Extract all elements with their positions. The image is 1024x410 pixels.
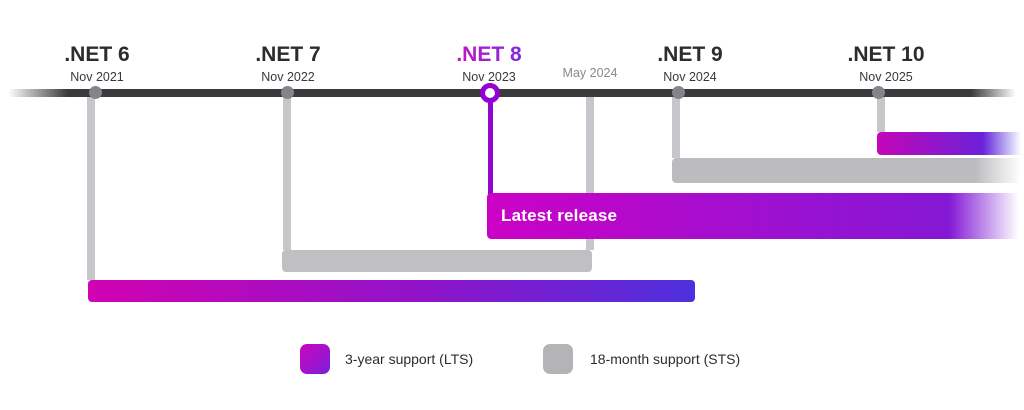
support-bar-net6-lts — [88, 280, 695, 302]
release-name: .NET 10 — [847, 43, 925, 66]
latest-release-label: Latest release — [501, 206, 618, 225]
support-bar-net10-lts — [877, 132, 1024, 155]
release-date: Nov 2021 — [70, 70, 124, 85]
marker-net9-dot — [672, 86, 685, 99]
release-name-current: .NET 8 — [456, 43, 522, 66]
legend-lts-label: 3-year support (LTS) — [345, 351, 474, 367]
connector-net9 — [672, 97, 680, 158]
support-bar-net7-sts — [282, 250, 592, 272]
support-bar-net9-sts — [672, 158, 1024, 183]
connector-net7 — [283, 97, 291, 250]
release-name: .NET 7 — [255, 43, 321, 66]
legend-lts-swatch — [300, 344, 330, 374]
release-date: Nov 2023 — [462, 70, 516, 85]
connector-net8 — [488, 102, 493, 194]
timeline-axis — [8, 89, 1016, 97]
release-label-net10: .NET 10 Nov 2025 — [847, 43, 925, 85]
marker-net8-current-ring — [480, 83, 500, 103]
release-label-net9: .NET 9 Nov 2024 — [657, 43, 723, 85]
marker-net7-dot — [281, 86, 294, 99]
release-name: .NET 9 — [657, 43, 723, 66]
release-label-net7: .NET 7 Nov 2022 — [255, 43, 321, 85]
connector-may-2024 — [586, 97, 594, 250]
connector-net10 — [877, 97, 885, 132]
marker-net6-dot — [89, 86, 102, 99]
connector-net6 — [87, 97, 95, 280]
release-label-net6: .NET 6 Nov 2021 — [64, 43, 130, 85]
release-label-net8: .NET 8 Nov 2023 — [456, 43, 522, 85]
support-bar-net8-lts: Latest release — [487, 193, 1024, 239]
milestone-date-label: May 2024 — [562, 66, 618, 80]
legend-sts-swatch — [543, 344, 573, 374]
release-date: Nov 2022 — [261, 70, 315, 85]
release-date: Nov 2025 — [859, 70, 913, 85]
marker-net10-dot — [872, 86, 885, 99]
release-name: .NET 6 — [64, 43, 130, 66]
legend-sts-label: 18-month support (STS) — [590, 351, 741, 367]
release-date: Nov 2024 — [663, 70, 717, 85]
